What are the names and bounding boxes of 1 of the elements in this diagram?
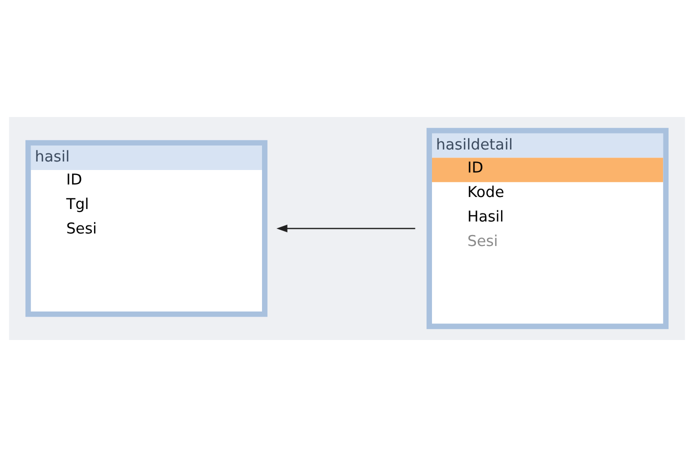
arrow (276, 224, 416, 232)
